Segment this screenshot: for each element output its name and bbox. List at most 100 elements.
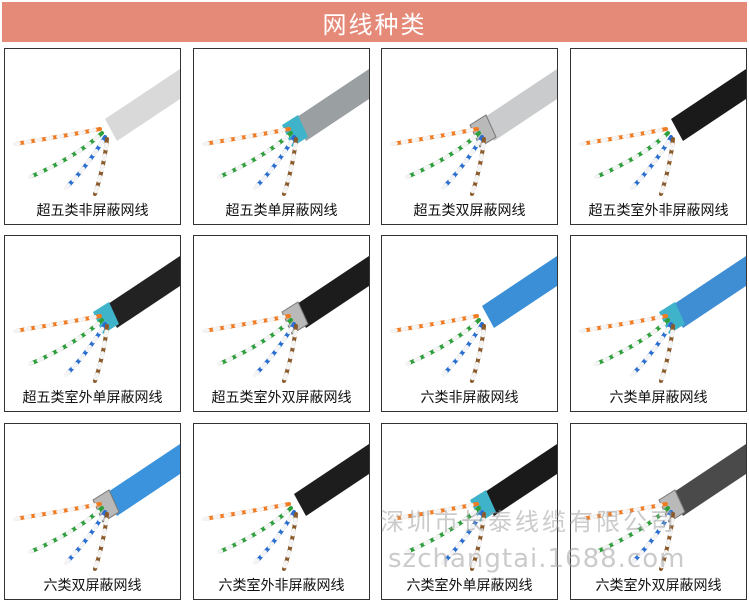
cable-card: 六类非屏蔽网线: [381, 235, 558, 412]
twisted-pair-white: [579, 502, 668, 521]
twisted-pair-white: [659, 137, 675, 196]
cable-card: 六类双屏蔽网线: [4, 423, 181, 600]
cable-illustration: [202, 256, 369, 383]
cable-card: 超五类室外单屏蔽网线: [4, 235, 181, 412]
cable-label: 超五类双屏蔽网线: [413, 203, 526, 219]
cable-jacket: [294, 444, 369, 516]
twisted-pair-white: [405, 506, 481, 554]
twisted-pair-white: [470, 324, 486, 383]
twisted-pair-white: [470, 512, 486, 571]
twisted-pair-white: [579, 127, 668, 146]
cable-card: 超五类双屏蔽网线: [381, 48, 558, 225]
cable-jacket: [105, 256, 180, 328]
twisted-pair-white: [390, 502, 479, 521]
cable-card: 六类单屏蔽网线: [570, 235, 747, 412]
cable-jacket: [671, 69, 746, 141]
cable-card: 超五类非屏蔽网线: [4, 48, 181, 225]
foil-shield: [470, 490, 496, 522]
twisted-pair-white: [282, 137, 298, 196]
cable-jacket: [105, 69, 180, 141]
cable-label: 六类单屏蔽网线: [609, 390, 708, 406]
cable-illustration: [13, 444, 180, 571]
cable-jacket: [294, 256, 369, 328]
twisted-pair-white: [217, 506, 293, 554]
cable-illustration: [579, 444, 746, 571]
twisted-pair-white: [659, 324, 675, 383]
cable-card: 超五类单屏蔽网线: [193, 48, 370, 225]
cable-jacket: [482, 69, 557, 141]
twisted-pair-white: [440, 510, 484, 566]
twisted-pair-white: [202, 502, 291, 521]
twisted-pair-white: [252, 322, 296, 378]
twisted-pair-white: [217, 318, 293, 366]
twisted-pair-white: [93, 137, 109, 196]
cable-label: 六类室外非屏蔽网线: [218, 578, 345, 594]
twisted-pair-white: [594, 318, 670, 366]
cable-card: 六类室外双屏蔽网线: [570, 423, 747, 600]
braid-shield: [658, 489, 686, 523]
twisted-pair-white: [252, 510, 296, 566]
cable-illustration: [202, 69, 369, 196]
cable-illustration: [390, 256, 557, 383]
cable-illustration: [579, 69, 746, 196]
cable-label: 超五类室外双屏蔽网线: [211, 390, 352, 406]
cable-label: 六类非屏蔽网线: [420, 390, 519, 406]
cable-label: 超五类非屏蔽网线: [36, 203, 149, 219]
twisted-pair-white: [13, 502, 102, 521]
cable-illustration: [579, 256, 746, 383]
twisted-pair-white: [63, 322, 107, 378]
twisted-pair-white: [440, 322, 484, 378]
cable-jacket: [482, 256, 557, 328]
cable-grid: 超五类非屏蔽网线超五类单屏蔽网线超五类双屏蔽网线超五类室外非屏蔽网线超五类室外单…: [4, 48, 747, 600]
twisted-pair-white: [659, 512, 675, 571]
foil-shield: [93, 302, 119, 334]
twisted-pair-white: [390, 127, 479, 146]
cable-illustration: [202, 444, 369, 571]
twisted-pair-white: [579, 314, 668, 333]
foil-shield: [282, 115, 308, 147]
twisted-pair-white: [93, 324, 109, 383]
cable-jacket: [671, 256, 746, 328]
twisted-pair-white: [470, 137, 486, 196]
cable-label: 六类室外双屏蔽网线: [595, 578, 722, 594]
twisted-pair-white: [405, 131, 481, 179]
twisted-pair-white: [282, 512, 298, 571]
twisted-pair-white: [282, 324, 298, 383]
cable-jacket: [671, 444, 746, 516]
twisted-pair-white: [629, 510, 673, 566]
cable-jacket: [482, 444, 557, 516]
cable-label: 超五类单屏蔽网线: [225, 203, 338, 219]
twisted-pair-white: [440, 135, 484, 191]
twisted-pair-white: [202, 127, 291, 146]
cable-jacket: [105, 444, 180, 516]
twisted-pair-white: [13, 127, 102, 146]
cable-jacket: [294, 69, 369, 141]
twisted-pair-white: [594, 131, 670, 179]
cable-label: 超五类室外单屏蔽网线: [22, 390, 163, 406]
foil-shield: [659, 302, 685, 334]
twisted-pair-white: [63, 135, 107, 191]
braid-shield: [469, 114, 497, 148]
twisted-pair-white: [252, 135, 296, 191]
twisted-pair-white: [93, 512, 109, 571]
cable-card: 六类室外单屏蔽网线: [381, 423, 558, 600]
cable-card: 六类室外非屏蔽网线: [193, 423, 370, 600]
cable-illustration: [13, 256, 180, 383]
cable-card: 超五类室外双屏蔽网线: [193, 235, 370, 412]
cable-label: 六类室外单屏蔽网线: [406, 578, 533, 594]
twisted-pair-white: [390, 314, 479, 333]
twisted-pair-white: [63, 510, 107, 566]
braid-shield: [92, 489, 120, 523]
braid-shield: [281, 301, 309, 335]
twisted-pair-white: [629, 322, 673, 378]
header-banner: 网线种类: [2, 2, 747, 42]
cable-label: 六类双屏蔽网线: [43, 578, 142, 594]
page-title: 网线种类: [322, 10, 427, 39]
cable-illustration: [13, 69, 180, 196]
twisted-pair-white: [28, 318, 104, 366]
twisted-pair-white: [405, 318, 481, 366]
twisted-pair-white: [28, 506, 104, 554]
cable-illustration: [390, 444, 557, 571]
twisted-pair-white: [594, 506, 670, 554]
twisted-pair-white: [202, 314, 291, 333]
